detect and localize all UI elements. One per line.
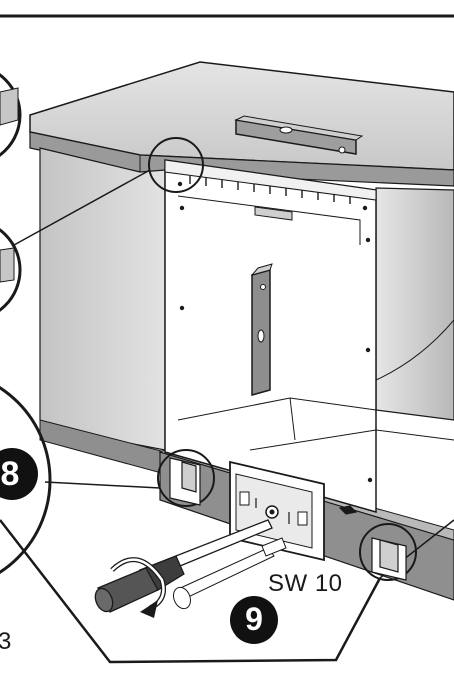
detail-contents — [0, 87, 19, 283]
step-8-badge — [0, 448, 38, 500]
right-cabinet — [375, 187, 454, 421]
rotation-arrow-icon — [110, 557, 166, 618]
step-8-number: 8 — [0, 455, 20, 493]
screwdriver-icon — [94, 519, 287, 613]
step-9-number: 9 — [245, 601, 263, 637]
detail-circles — [0, 73, 417, 581]
vertical-level-icon — [250, 263, 273, 396]
spirit-level-icon — [234, 115, 364, 155]
edge-fragment-text: 3 — [0, 628, 12, 655]
foot-brackets — [169, 457, 407, 581]
tool-label: SW 10 — [268, 570, 343, 597]
step-9-badge — [230, 596, 278, 644]
